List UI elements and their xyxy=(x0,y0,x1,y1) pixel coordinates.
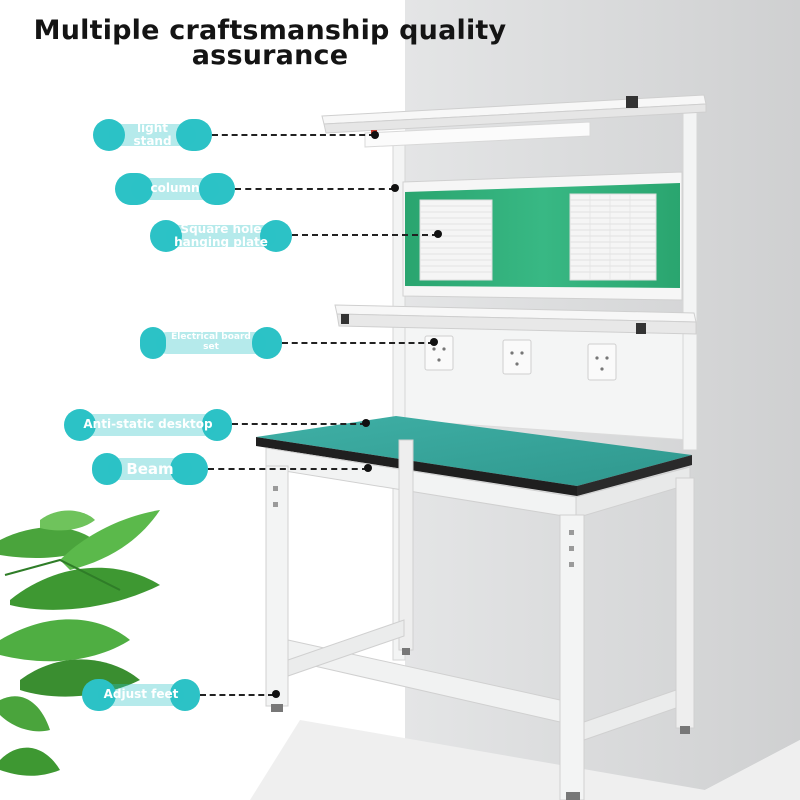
leg-back-right xyxy=(675,477,695,729)
callout-label-line: Anti-static desktop xyxy=(83,417,213,432)
leader-dot-light-stand xyxy=(371,131,379,139)
plant-leaves xyxy=(0,510,160,776)
foot-back-left xyxy=(402,648,410,655)
middle-shelf-bracket-right xyxy=(636,323,646,334)
middle-shelf-bracket-left xyxy=(341,314,349,324)
desktop-edge-side xyxy=(577,455,692,496)
leader-line-adjust-feet xyxy=(200,694,274,696)
callout-label-line: light xyxy=(136,120,169,135)
column-right xyxy=(682,109,698,451)
floor-shadow xyxy=(250,720,800,800)
top-shelf-bracket xyxy=(626,96,638,108)
callout-label-line: column xyxy=(150,181,200,196)
foot-back-right xyxy=(680,726,690,734)
lower-front-stretcher xyxy=(287,639,561,723)
light-tube xyxy=(364,121,591,148)
callout-label-line: Square hole xyxy=(180,221,262,236)
lower-right-stretcher xyxy=(583,689,677,741)
leader-dot-column xyxy=(391,184,399,192)
leader-line-hanging-plate xyxy=(292,234,438,236)
leader-dot-beam xyxy=(364,464,372,472)
leg-holes xyxy=(273,486,574,567)
leader-dot-electrical-board xyxy=(430,338,438,346)
headline-line-1: Multiple craftsmanship quality xyxy=(33,15,507,46)
leg-back-left xyxy=(398,439,414,651)
leader-line-anti-static-desktop xyxy=(232,423,366,425)
callout-label-line: hanging plate xyxy=(174,235,268,249)
callout-beam: Beam xyxy=(92,453,208,485)
callout-adjust-feet: Adjust feet xyxy=(82,679,200,711)
leader-line-light-stand xyxy=(212,134,375,136)
anti-static-desktop-surface xyxy=(256,416,692,486)
foot-front-left xyxy=(271,704,283,712)
callout-label-line: Electrical board xyxy=(171,332,251,343)
headline-line-2: assurance xyxy=(191,40,349,71)
grid-card-right xyxy=(569,193,657,281)
leader-line-beam xyxy=(208,468,368,470)
outlet-3 xyxy=(587,343,617,381)
desktop-edge-front xyxy=(256,437,577,496)
leader-dot-hanging-plate xyxy=(434,230,442,238)
leader-dot-anti-static-desktop xyxy=(362,419,370,427)
callout-anti-static-desktop: Anti-static desktop xyxy=(64,409,232,441)
outlet-2 xyxy=(502,339,532,375)
leader-line-electrical-board xyxy=(282,342,434,344)
leg-front-right xyxy=(559,514,585,800)
callout-label-line: Beam xyxy=(126,459,174,478)
callout-column: column xyxy=(115,173,235,205)
callout-label-line: stand xyxy=(133,134,172,148)
middle-shelf-edge xyxy=(336,313,697,335)
grid-card-left xyxy=(419,199,493,281)
leader-line-column xyxy=(235,188,395,190)
callout-label-line: Adjust feet xyxy=(103,687,179,702)
leader-dot-adjust-feet xyxy=(272,690,280,698)
callout-label-line: set xyxy=(203,342,219,352)
foot-front-right xyxy=(566,792,580,800)
lower-left-stretcher xyxy=(287,619,405,677)
top-shelf-edge xyxy=(323,103,707,134)
